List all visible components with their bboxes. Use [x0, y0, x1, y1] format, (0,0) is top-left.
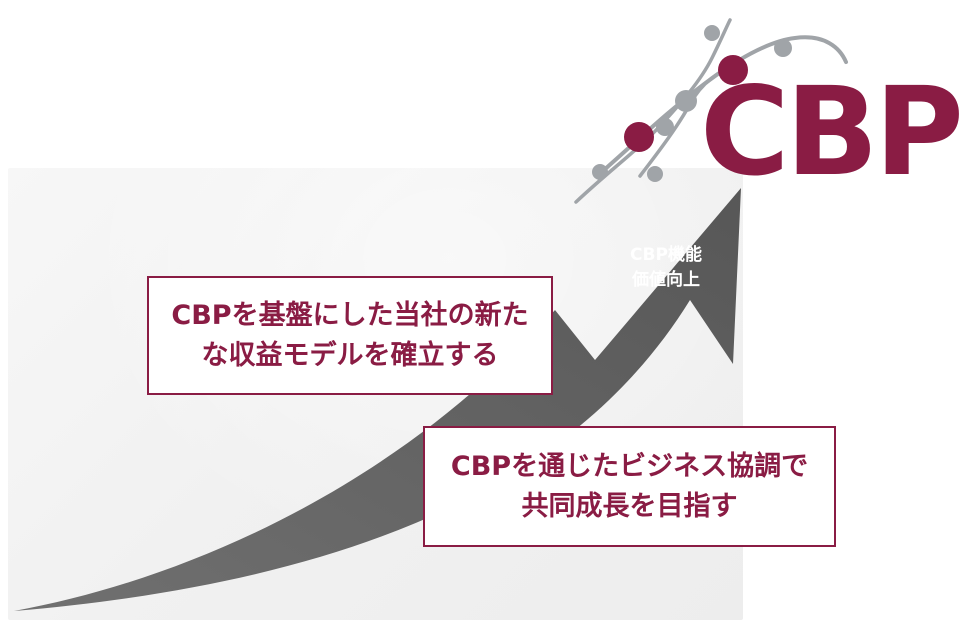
- goal-box-line: CBPを基盤にした当社の新た: [171, 299, 529, 331]
- logo-dot-gray: [704, 25, 720, 41]
- arrow-label-line: 価値向上: [632, 270, 700, 290]
- logo-dot-red: [624, 122, 654, 152]
- logo-dot-red: [718, 55, 748, 85]
- logo-wordmark: CBP: [700, 61, 964, 203]
- logo-dot-gray: [656, 118, 674, 136]
- logo-dot-gray: [592, 164, 608, 180]
- arrow-label-line: CBP機能: [630, 245, 702, 265]
- goal-box-line: 共同成長を目指す: [521, 490, 738, 522]
- goal-box-business-collaboration: CBPを通じたビジネス協調で 共同成長を目指す: [423, 426, 836, 547]
- goal-box-line: CBPを通じたビジネス協調で: [450, 450, 809, 482]
- logo-dot-gray: [675, 90, 697, 112]
- logo-dot-gray: [774, 39, 792, 57]
- goal-box-revenue-model: CBPを基盤にした当社の新た な収益モデルを確立する: [147, 276, 553, 395]
- arrow-label: CBP機能 価値向上: [604, 243, 728, 293]
- goal-box-line: な収益モデルを確立する: [201, 339, 499, 371]
- logo-molecule-icon: [574, 18, 848, 204]
- logo-dot-gray: [647, 166, 663, 182]
- growth-arrow: [14, 188, 741, 611]
